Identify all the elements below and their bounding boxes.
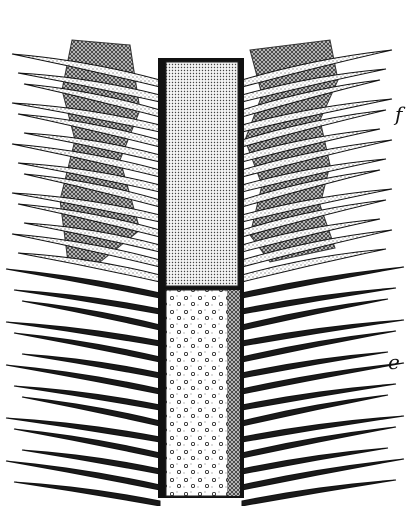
lower-barbs-right bbox=[242, 267, 404, 506]
label-upper-region: f bbox=[395, 102, 402, 126]
shaft-lower-segment bbox=[166, 290, 228, 496]
lower-right-barb bbox=[242, 427, 396, 458]
label-lower-region: e bbox=[388, 350, 400, 374]
central-shaft bbox=[158, 58, 244, 498]
shaft-upper-segment bbox=[166, 62, 238, 286]
lower-barbs-left bbox=[6, 269, 160, 506]
lower-right-barb bbox=[242, 331, 396, 362]
